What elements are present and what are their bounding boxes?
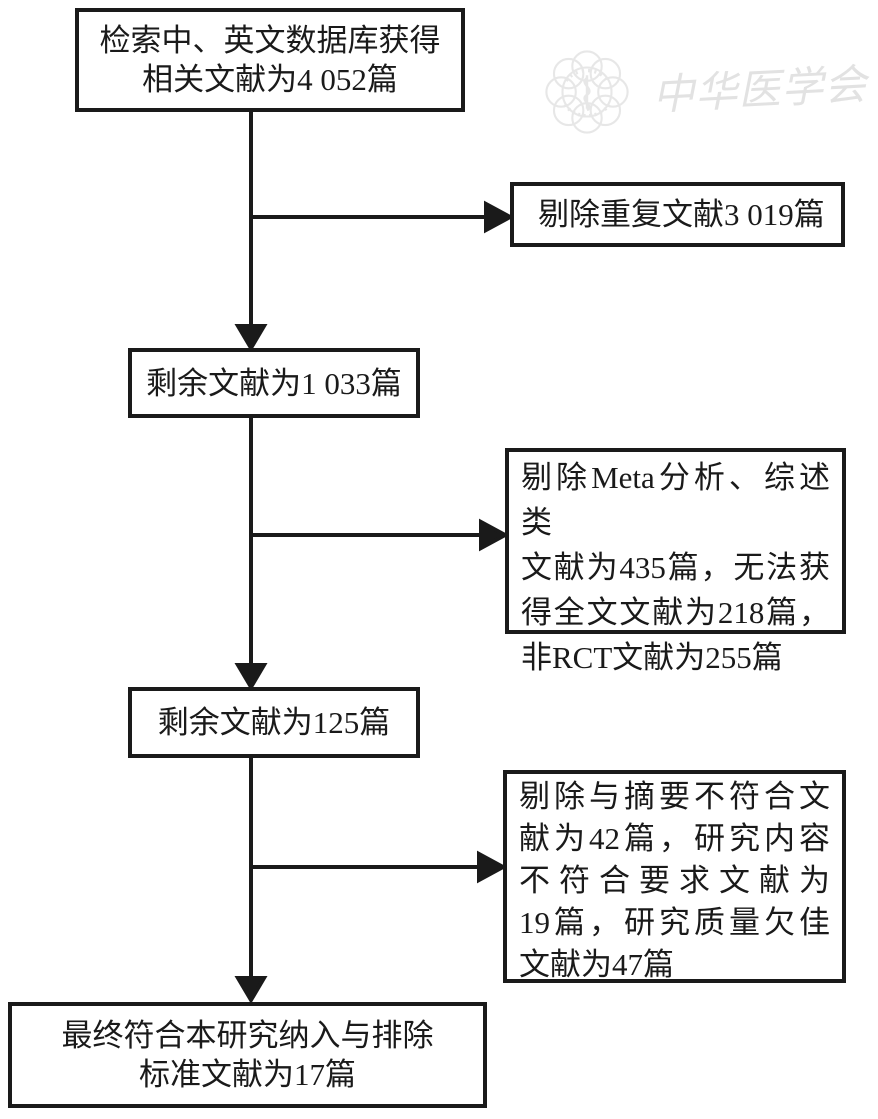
flow-box-remain2-text: 剩余文献为125篇: [157, 705, 391, 740]
flow-box-exclude1-line2: 文献为435篇，无法获: [521, 550, 830, 585]
flow-box-exclude1: 剔除Meta分析、综述类 文献为435篇，无法获 得全文文献为218篇， 非RC…: [505, 448, 846, 675]
flow-box-final-line1: 最终符合本研究纳入与排除: [61, 1018, 434, 1053]
flow-box-exclude2-line5: 文献为47篇: [519, 947, 674, 982]
flow-box-final-line2: 标准文献为17篇: [139, 1057, 356, 1092]
flow-box-remain2: 剩余文献为125篇: [128, 687, 420, 758]
arrowhead-right-2: [479, 518, 510, 552]
flow-box-search-line2: 相关文献为4 052篇: [142, 62, 398, 97]
flow-box-dedup: 剔除重复文献3 019篇: [510, 182, 845, 247]
flow-box-exclude2-line4: 19篇，研究质量欠佳: [519, 905, 830, 940]
flow-box-dedup-text: 剔除重复文献3 019篇: [538, 197, 825, 232]
flow-box-remain1-text: 剩余文献为1 033篇: [146, 365, 402, 401]
flow-box-exclude2: 剔除与摘要不符合文 献为42篇，研究内容 不符合要求文献为 19篇，研究质量欠佳…: [503, 770, 846, 983]
flow-box-remain1: 剩余文献为1 033篇: [128, 348, 420, 418]
flow-box-search: 检索中、英文数据库获得 相关文献为4 052篇: [75, 8, 465, 112]
flow-box-exclude1-line1: 剔除Meta分析、综述类: [521, 460, 830, 540]
flow-box-exclude2-line1: 剔除与摘要不符合文: [519, 779, 830, 814]
arrowhead-down-3: [234, 976, 268, 1004]
flow-box-exclude2-line2: 献为42篇，研究内容: [519, 821, 830, 856]
arrowhead-down-2: [234, 663, 268, 691]
flow-box-exclude1-line4: 非RCT文献为255篇: [521, 640, 783, 675]
arrowhead-right-1: [484, 200, 515, 234]
arrowhead-right-3: [477, 850, 508, 884]
flow-box-search-line1: 检索中、英文数据库获得: [99, 23, 441, 58]
arrowhead-down-1: [234, 324, 268, 352]
flow-box-exclude2-line3: 不符合要求文献为: [519, 863, 830, 898]
flow-box-final: 最终符合本研究纳入与排除 标准文献为17篇: [8, 1002, 487, 1108]
flow-box-exclude1-line3: 得全文文献为218篇，: [521, 595, 830, 630]
